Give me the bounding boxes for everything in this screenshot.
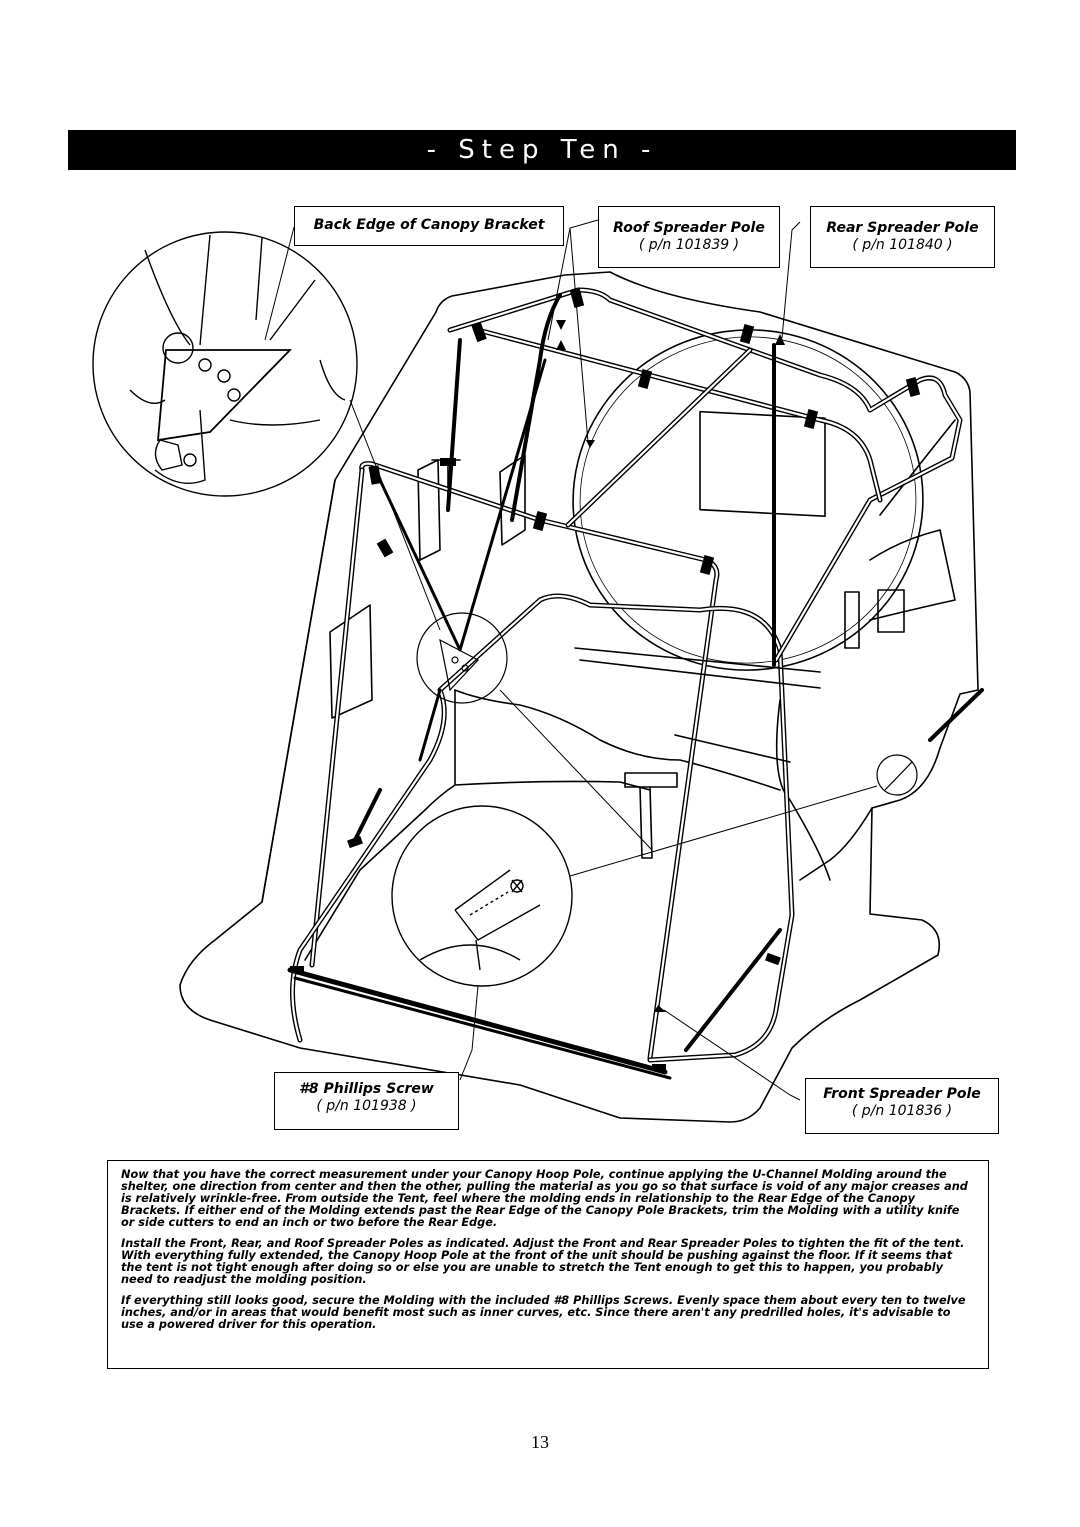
- roof-spreader-label: Roof Spreader Pole: [613, 220, 765, 236]
- instruction-paragraph: Install the Front, Rear, and Roof Spread…: [121, 1237, 965, 1286]
- leader-screw: [459, 985, 479, 1081]
- leader-roof-spreader: [547, 219, 599, 443]
- leader-rear-spreader: [781, 221, 801, 339]
- roof-spreader-callout: Roof Spreader Pole ( p/n 101839 ): [598, 206, 780, 268]
- interior-sweep: [454, 689, 781, 791]
- roof-spreader-part-number: ( p/n 101839 ): [638, 237, 740, 253]
- rear-spreader-label: Rear Spreader Pole: [826, 220, 979, 236]
- canopy-bracket-callout: Back Edge of Canopy Bracket: [294, 206, 564, 246]
- rear-spreader-part-number: ( p/n 101840 ): [852, 237, 953, 253]
- step-title-bar: - Step Ten -: [68, 130, 1016, 170]
- instruction-paragraph: Now that you have the correct measuremen…: [121, 1168, 968, 1229]
- interior-wall: [304, 689, 831, 961]
- phillips-screw-label: #8 Phillips Screw: [299, 1081, 434, 1097]
- tent-outline: [179, 271, 979, 1123]
- floor-molding: [287, 967, 668, 1075]
- instruction-paragraph: If everything still looks good, secure t…: [121, 1294, 966, 1331]
- side-bracket: [844, 591, 860, 649]
- phillips-screw-callout: #8 Phillips Screw ( p/n 101938 ): [274, 1072, 459, 1130]
- front-spreader-part-number: ( p/n 101836 ): [851, 1103, 953, 1119]
- canopy-bracket-label: Back Edge of Canopy Bracket: [313, 217, 545, 233]
- front-spreader-callout: Front Spreader Pole ( p/n 101836 ): [805, 1078, 999, 1134]
- leader-canopy-bracket: [264, 226, 295, 341]
- front-spreader-label: Front Spreader Pole: [823, 1086, 981, 1102]
- step-title: - Step Ten -: [426, 135, 658, 165]
- side-window: [877, 589, 905, 633]
- rear-bracket-detail: [876, 754, 918, 796]
- leader-front-spreader: [663, 1009, 801, 1101]
- rear-spreader-callout: Rear Spreader Pole ( p/n 101840 ): [810, 206, 995, 268]
- page-number: 13: [531, 1432, 549, 1452]
- rear-hoop-pole: [447, 287, 963, 663]
- canopy-bracket-detail: [92, 231, 358, 497]
- tent-floor: [261, 479, 873, 903]
- instructions-box: Now that you have the correct measuremen…: [107, 1160, 989, 1369]
- phillips-screw-part-number: ( p/n 101938 ): [316, 1098, 417, 1114]
- front-bracket-detail: [416, 612, 508, 704]
- front-spreader-pole: [353, 788, 782, 1052]
- screw-detail: [391, 805, 573, 987]
- rear-panel: [699, 410, 826, 518]
